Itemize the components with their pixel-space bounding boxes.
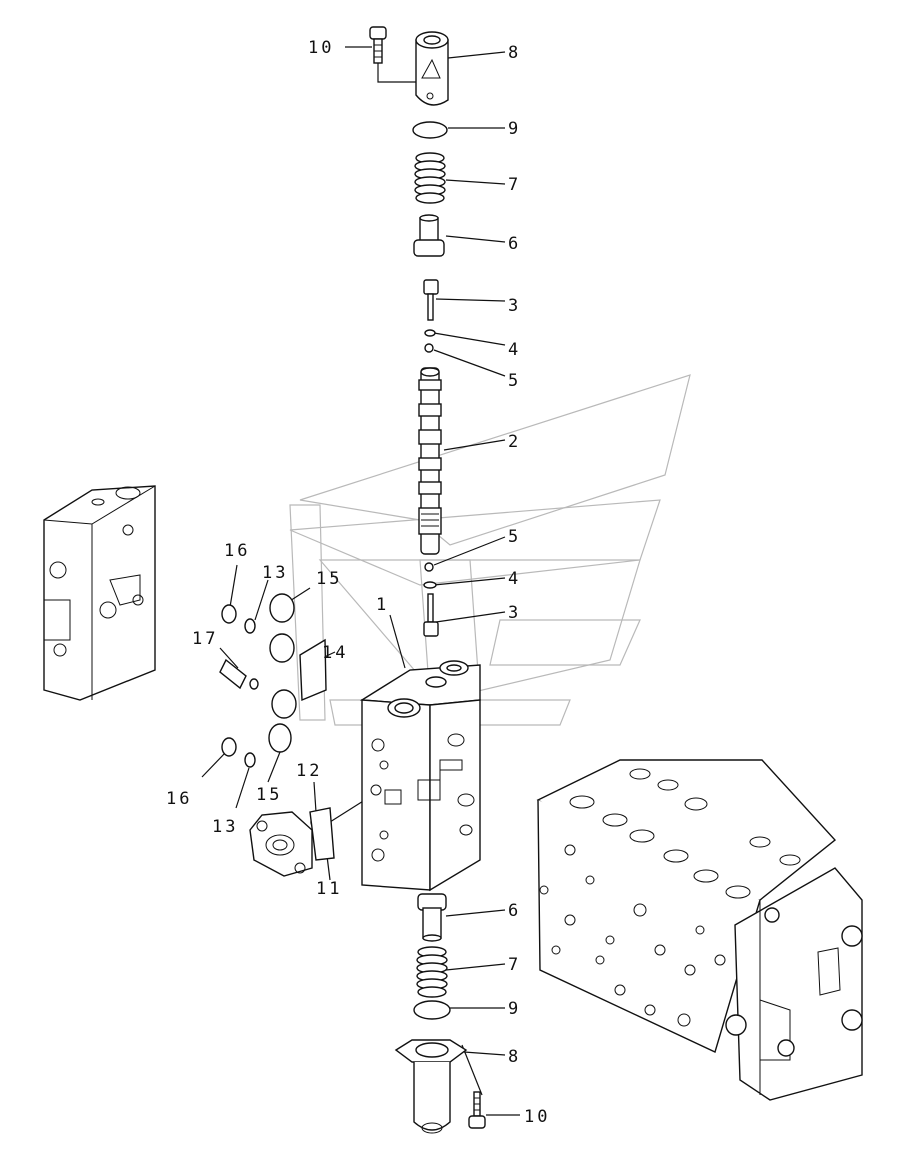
ring-top [424,343,434,353]
o-ring-15-lower [268,723,292,753]
callout-13-upper: 13 [262,563,288,583]
o-ring-16-lower [221,737,237,757]
callout-13-lower: 13 [212,817,238,837]
callout-15-upper: 15 [316,569,342,589]
control-valve-assembly [536,759,863,1101]
callout-2: 2 [508,432,521,452]
callout-1: 1 [376,595,389,615]
left-end-section [43,485,156,701]
o-ring-16-upper [221,604,237,624]
callout-8-lower: 8 [508,1047,521,1067]
gasket-14 [299,638,327,702]
callout-labels: 10 8 9 7 6 3 4 5 2 5 4 3 1 16 13 15 17 1… [166,38,550,1127]
callout-7-top: 7 [508,175,521,195]
o-ring-15-mid [269,633,295,663]
callout-11: 11 [316,879,342,899]
o-ring-top [412,121,448,139]
callout-3-top: 3 [508,296,521,316]
callout-8-top: 8 [508,43,521,63]
callout-10-lower: 10 [524,1107,550,1127]
bolt-top [369,26,387,64]
spring-lower [416,946,448,998]
callout-9-top: 9 [508,119,521,139]
callout-4-lower: 4 [508,569,521,589]
plug-17 [219,658,259,690]
stopper-lower [423,593,439,637]
callout-6-lower: 6 [508,901,521,921]
callout-16-upper: 16 [224,541,250,561]
callout-6-top: 6 [508,234,521,254]
gasket-11 [309,807,335,861]
callout-3-lower: 3 [508,603,521,623]
leader-lines [201,46,520,1116]
callout-14: 14 [322,643,348,663]
valve-section-body [359,660,481,892]
callout-10-top: 10 [308,38,334,58]
callout-4-top: 4 [508,340,521,360]
spool [418,367,442,555]
callout-5-top: 5 [508,371,521,391]
spring-top [414,152,446,204]
cover-top [415,31,449,106]
watermark-logo [289,374,691,726]
washer-top [424,329,436,337]
washer-lower [423,581,437,589]
callout-9-lower: 9 [508,999,521,1019]
retainer-top [413,214,445,257]
o-ring-lower [413,1000,451,1020]
stopper-top [423,279,439,321]
callout-16-lower: 16 [166,789,192,809]
cover-block [249,811,313,877]
callout-12: 12 [296,761,322,781]
o-ring-15-upper [269,593,295,623]
retainer-lower [417,893,447,942]
callout-5-lower: 5 [508,527,521,547]
o-ring-13-lower [244,752,256,768]
o-ring-15-low [271,689,297,719]
bolt-lower [468,1091,486,1129]
o-ring-13-upper [244,618,256,634]
callout-15-lower: 15 [256,785,282,805]
cover-lower [394,1039,468,1134]
callout-7-lower: 7 [508,955,521,975]
callout-17: 17 [192,629,218,649]
ring-lower [424,562,434,572]
